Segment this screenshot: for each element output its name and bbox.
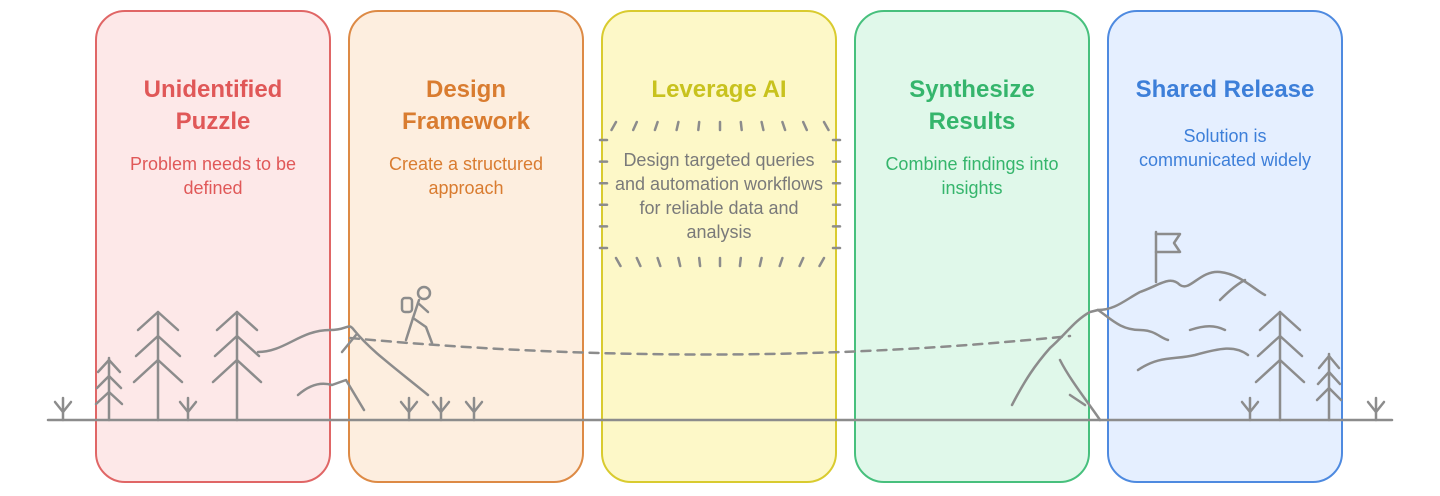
sunburst-ray [616, 258, 621, 266]
sunburst-ray [677, 122, 679, 130]
small-tree-icon [96, 358, 122, 420]
sunburst-ray [803, 122, 807, 130]
sunburst-ray [800, 258, 804, 266]
journey-path [350, 336, 1070, 355]
sunburst-ray [760, 258, 762, 266]
sunburst-ray [655, 122, 658, 130]
sunburst-ray [820, 258, 825, 266]
sunburst-ray [699, 258, 700, 266]
sunburst-ray [633, 122, 637, 130]
sunburst-ray [782, 122, 785, 130]
sunburst-ray [740, 258, 741, 266]
sunburst-ray [698, 122, 699, 130]
pine-tree-icon [213, 312, 261, 420]
mountain-icon [1012, 272, 1265, 420]
sunburst-ray [612, 122, 617, 130]
grass-icon [55, 398, 1384, 420]
sunburst-ray [678, 258, 680, 266]
hiker-icon [402, 287, 432, 343]
sunburst-ray [762, 122, 764, 130]
sunburst-ray [658, 258, 661, 266]
hill-icon [258, 326, 428, 410]
pine-tree-icon [134, 312, 182, 420]
sunburst-ray [637, 258, 641, 266]
small-tree-icon [1317, 354, 1341, 420]
sunburst-ray [824, 122, 829, 130]
pine-tree-icon [1256, 312, 1304, 420]
sunburst-ray [741, 122, 742, 130]
flag-icon [1156, 232, 1180, 282]
sunburst-ray [780, 258, 783, 266]
sunburst-icon [600, 122, 840, 266]
